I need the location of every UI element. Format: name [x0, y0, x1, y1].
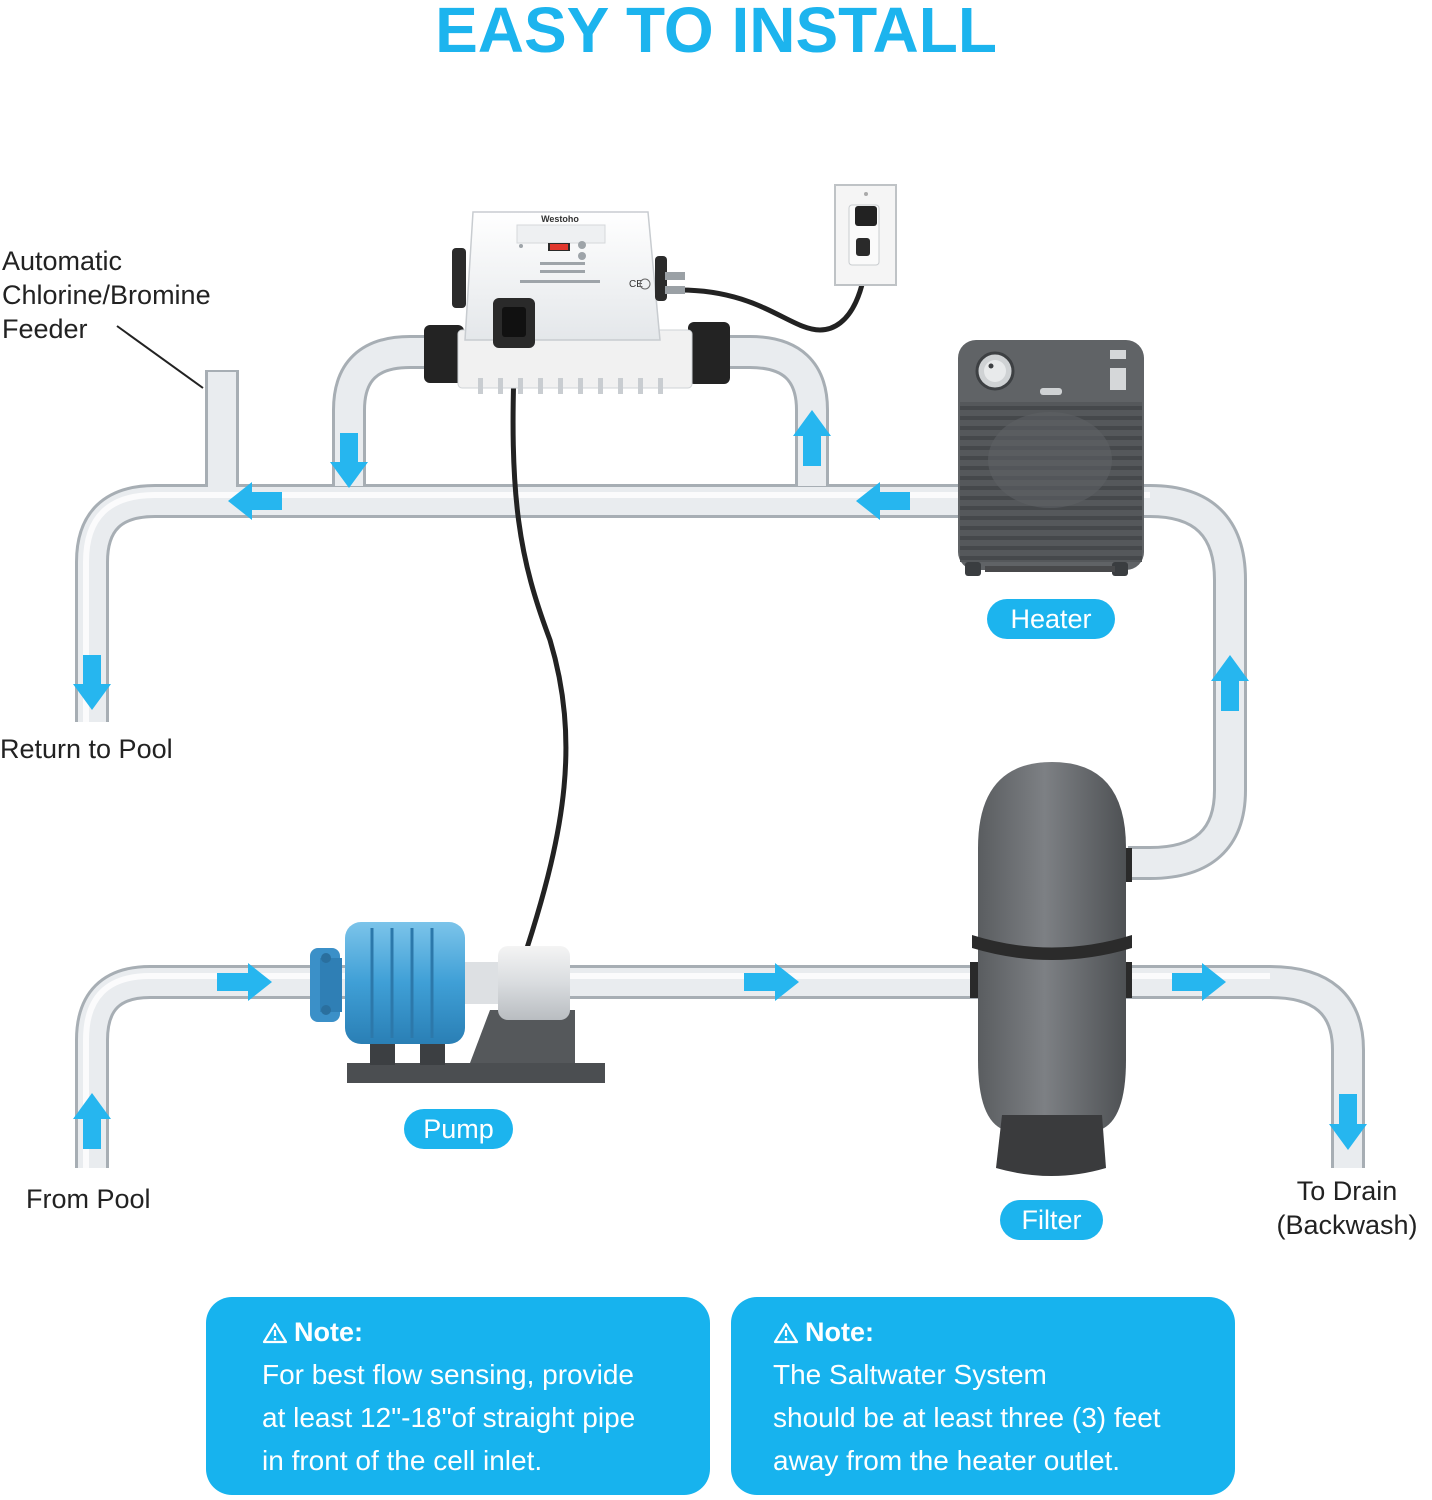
- flow-arrow-left-icon: [228, 482, 282, 520]
- pump-unit: [310, 922, 605, 1083]
- flow-arrow-right-icon: [744, 963, 799, 1001]
- to-drain-label-line: To Drain: [1296, 1176, 1398, 1206]
- filter-badge: Filter: [1000, 1200, 1103, 1240]
- note-line: For best flow sensing, provide: [262, 1359, 634, 1390]
- pump-badge: Pump: [404, 1109, 513, 1149]
- flow-arrow-right-icon: [217, 963, 272, 1001]
- flow-arrow-down-icon: [1329, 1094, 1367, 1150]
- note-line: away from the heater outlet.: [773, 1445, 1121, 1476]
- note-heading-text: Note:: [294, 1317, 363, 1347]
- flow-arrows: [73, 410, 1367, 1150]
- from-pool-label: From Pool: [26, 1184, 151, 1214]
- flow-arrow-up-icon: [1211, 655, 1249, 711]
- to-drain-label-line: (Backwash): [1276, 1210, 1418, 1240]
- to-drain-label: To Drain (Backwash): [1262, 1174, 1432, 1242]
- wall-outlet-icon: [834, 184, 897, 286]
- flow-arrow-down-icon: [73, 655, 111, 710]
- note-heading: Note:: [773, 1317, 874, 1348]
- pipe-network: [75, 335, 1365, 1168]
- filter-unit: [970, 762, 1132, 1176]
- feeder-leader-line: [116, 325, 204, 389]
- warning-icon: [262, 1322, 288, 1343]
- heater-unit: [958, 340, 1144, 576]
- feeder-label-line: Feeder: [2, 314, 88, 344]
- feeder-label-line: Automatic: [2, 246, 123, 276]
- flow-arrow-up-icon: [73, 1093, 111, 1149]
- note-line: at least 12"-18"of straight pipe: [262, 1402, 636, 1433]
- return-to-pool-label: Return to Pool: [0, 734, 173, 764]
- flow-arrow-down-icon: [330, 433, 368, 488]
- note-line: should be at least three (3) feet: [773, 1402, 1161, 1433]
- page-title: EASY TO INSTALL: [435, 0, 997, 66]
- feeder-label-line: Chlorine/Bromine: [2, 280, 211, 310]
- flow-arrow-right-icon: [1172, 963, 1226, 1001]
- flow-arrow-up-icon: [793, 410, 831, 466]
- note-line: The Saltwater System: [773, 1359, 1047, 1390]
- note-card-heater-distance: Note: The Saltwater System should be at …: [731, 1297, 1235, 1495]
- svg-text:CE: CE: [629, 279, 643, 290]
- brand-logo: Westoho: [541, 214, 579, 224]
- note-body: For best flow sensing, provide at least …: [262, 1353, 635, 1482]
- note-body: The Saltwater System should be at least …: [773, 1353, 1161, 1482]
- flow-arrow-left-icon: [856, 482, 910, 520]
- note-card-flow-sensing: Note: For best flow sensing, provide at …: [206, 1297, 710, 1495]
- note-heading-text: Note:: [805, 1317, 874, 1347]
- note-heading: Note:: [262, 1317, 363, 1348]
- heater-badge: Heater: [987, 599, 1115, 639]
- salt-cell-unit: Westoho CE: [424, 211, 730, 394]
- feeder-label: Automatic Chlorine/Bromine Feeder: [2, 244, 211, 346]
- warning-icon: [773, 1322, 799, 1343]
- note-line: in front of the cell inlet.: [262, 1445, 543, 1476]
